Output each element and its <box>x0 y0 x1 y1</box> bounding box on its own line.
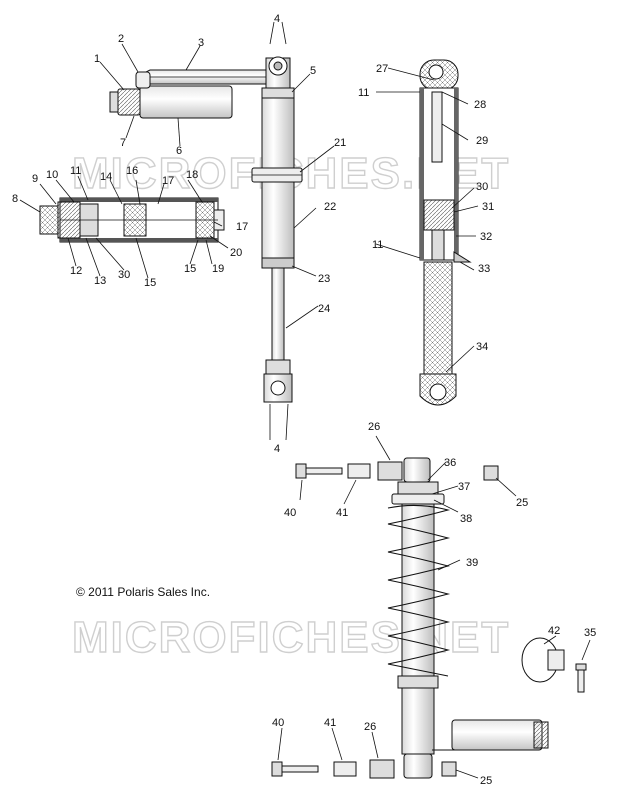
callout-2: 2 <box>118 33 124 45</box>
callout-38: 38 <box>460 513 472 525</box>
callout-26-bottom: 26 <box>364 721 376 733</box>
reservoir-assembly-top <box>109 69 279 119</box>
callout-4-bottom: 4 <box>274 443 280 455</box>
callout-30-right: 30 <box>476 181 488 193</box>
callout-29: 29 <box>476 135 488 147</box>
copyright-notice: © 2011 Polaris Sales Inc. <box>76 585 210 599</box>
callout-4-top: 4 <box>274 13 280 25</box>
callout-9: 9 <box>32 173 38 185</box>
hardware-top <box>295 461 499 481</box>
callout-18: 18 <box>186 169 198 181</box>
callout-21: 21 <box>334 137 346 149</box>
callout-31: 31 <box>482 201 494 213</box>
callout-25-bottom: 25 <box>480 775 492 787</box>
hardware-bottom <box>271 759 457 779</box>
callout-20: 20 <box>230 247 242 259</box>
callout-6: 6 <box>176 145 182 157</box>
callout-34: 34 <box>476 341 488 353</box>
callout-26-top: 26 <box>368 421 380 433</box>
callout-41-top: 41 <box>336 507 348 519</box>
reservoir-section-view <box>39 197 225 243</box>
callout-10: 10 <box>46 169 58 181</box>
callout-28: 28 <box>474 99 486 111</box>
callout-41-bottom: 41 <box>324 717 336 729</box>
shock-cutaway-view <box>419 59 472 406</box>
callout-15-right: 15 <box>184 263 196 275</box>
callout-11-left: 11 <box>70 165 81 177</box>
callout-25-top: 25 <box>516 497 528 509</box>
callout-19: 19 <box>212 263 224 275</box>
callout-22: 22 <box>324 201 336 213</box>
callout-23: 23 <box>318 273 330 285</box>
callout-12: 12 <box>70 265 82 277</box>
callout-35: 35 <box>584 627 596 639</box>
leader-lines <box>19 21 591 779</box>
callout-1: 1 <box>94 53 100 65</box>
callout-8: 8 <box>12 193 18 205</box>
shock-body-top <box>251 56 303 403</box>
callout-36: 36 <box>444 457 456 469</box>
watermark-bottom: MICROFICHES.NET <box>72 613 510 662</box>
callout-11-lower: 11 <box>372 239 383 251</box>
callout-42: 42 <box>548 625 560 637</box>
reservoir-clamp <box>521 637 587 693</box>
callout-37: 37 <box>458 481 470 493</box>
callout-11-upper: 11 <box>358 87 369 99</box>
callout-17-right: 17 <box>236 221 248 233</box>
callout-7: 7 <box>120 137 126 149</box>
callout-5: 5 <box>310 65 316 77</box>
callout-33: 33 <box>478 263 490 275</box>
callout-30-left: 30 <box>118 269 130 281</box>
callout-17-upper: 17 <box>162 175 174 187</box>
callout-labels: 1 2 3 4 5 6 7 8 9 10 11 14 16 17 18 17 2… <box>12 13 596 787</box>
callout-3: 3 <box>198 37 204 49</box>
callout-24: 24 <box>318 303 330 315</box>
callout-32: 32 <box>480 231 492 243</box>
callout-40-bottom: 40 <box>272 717 284 729</box>
callout-40-top: 40 <box>284 507 296 519</box>
callout-15-left: 15 <box>144 277 156 289</box>
callout-39: 39 <box>466 557 478 569</box>
callout-27: 27 <box>376 63 388 75</box>
callout-16: 16 <box>126 165 138 177</box>
coilover-assembly <box>387 457 549 779</box>
callout-14: 14 <box>100 171 112 183</box>
callout-13: 13 <box>94 275 106 287</box>
